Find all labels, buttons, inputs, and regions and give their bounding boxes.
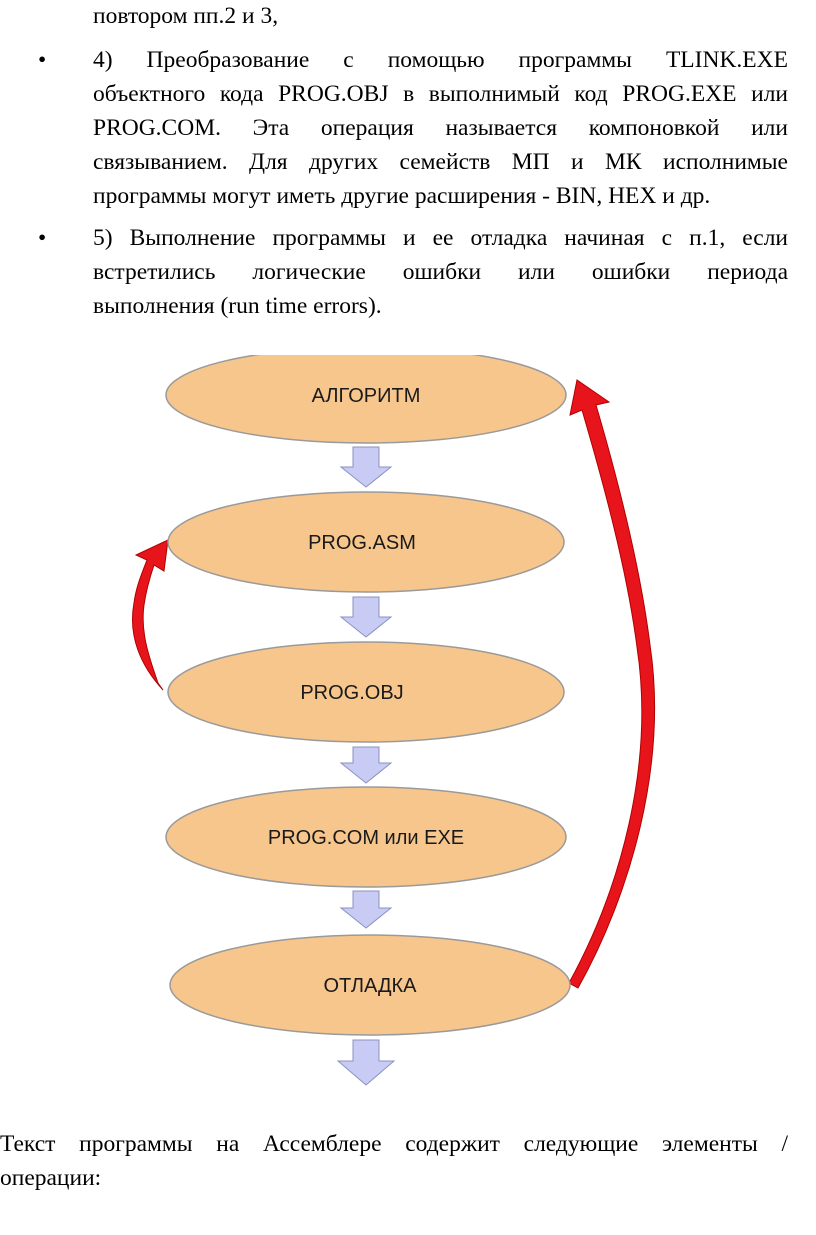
node-label-prog-asm: PROG.ASM — [308, 532, 416, 554]
text-fragment-top: повтором пп.2 и 3, — [93, 3, 279, 29]
node-label-prog-com-exe: PROG.COM или EXE — [268, 827, 464, 849]
item-2-line-3: выполнения (run time errors). — [93, 293, 382, 319]
feedback-arrow-obj-to-asm — [132, 539, 169, 691]
item-1-line-1: 4) Преобразование с помощью программы TL… — [93, 47, 788, 73]
item-1-line-4: связыванием. Для других семейств МП и МК… — [93, 149, 788, 175]
item-2-line-2: встретились логические ошибки или ошибки… — [93, 259, 788, 285]
node-label-algorithm: АЛГОРИТМ — [312, 385, 421, 407]
paragraph-line-1: Текст программы на Ассемблере содержит с… — [0, 1131, 788, 1157]
down-arrow — [336, 1039, 396, 1086]
flow-diagram: АЛГОРИТМ PROG.ASM PROG.OBJ PROG.COM или … — [132, 355, 655, 1086]
item-2-line-1: 5) Выполнение программы и ее отладка нач… — [93, 225, 788, 251]
item-1-line-5: программы могут иметь другие расширения … — [93, 183, 711, 209]
bullet-marker: • — [38, 47, 47, 73]
feedback-arrow-debug-to-algorithm — [568, 379, 655, 989]
node-label-debug: ОТЛАДКА — [324, 975, 418, 997]
paragraph-line-2: операции: — [0, 1165, 102, 1191]
bullet-marker: • — [38, 225, 47, 251]
node-prog-asm: PROG.ASM — [167, 491, 565, 593]
down-arrow — [339, 890, 393, 929]
node-algorithm: АЛГОРИТМ — [165, 355, 567, 444]
item-1-line-3: PROG.COM. Эта операция называется компон… — [93, 115, 788, 141]
down-arrow — [339, 746, 393, 784]
down-arrow — [339, 596, 393, 638]
node-label-prog-obj: PROG.OBJ — [300, 682, 403, 704]
node-debug: ОТЛАДКА — [169, 934, 571, 1036]
node-prog-obj: PROG.OBJ — [167, 641, 565, 743]
down-arrow — [339, 446, 393, 488]
node-prog-com-exe: PROG.COM или EXE — [165, 786, 567, 888]
item-1-line-2: объектного кода PROG.OBJ в выполнимый ко… — [93, 81, 788, 107]
